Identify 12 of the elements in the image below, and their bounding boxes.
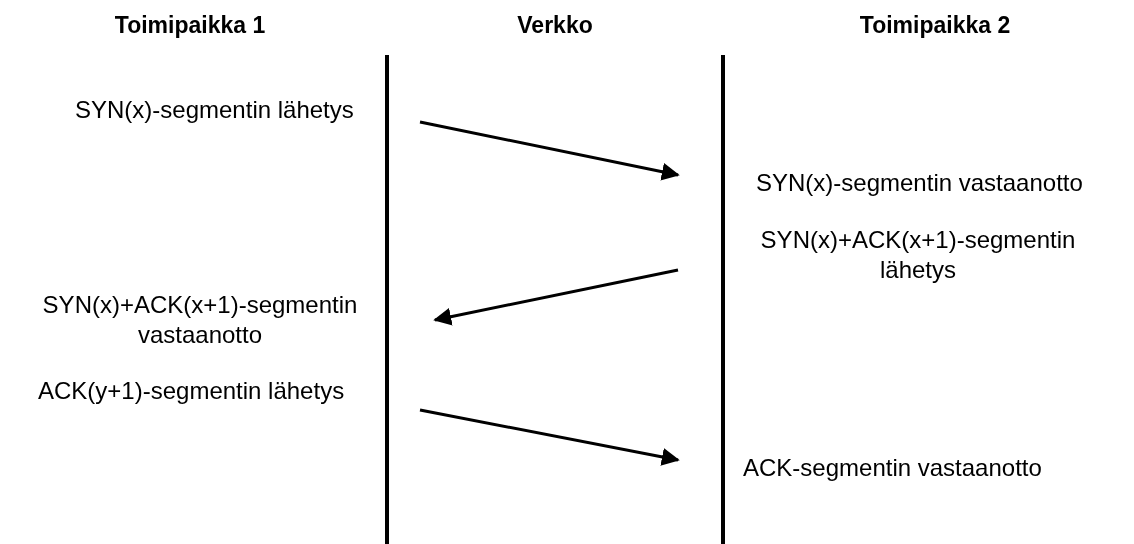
arrow [419,120,680,181]
step-text: SYN(x)+ACK(x+1)-segmentin lähetys [678,225,1130,305]
step-text: ACK-segmentin vastaanotto [678,453,1130,493]
step-text: SYN(x)-segmentin lähetys [5,95,420,130]
column-heading: Toimipaikka 1 [114,11,266,40]
step-text: SYN(x)-segmentin vastaanotto [678,168,1130,208]
step-text: ACK(y+1)-segmentin lähetys [5,376,420,414]
step-text: SYN(x)+ACK(x+1)-segmentin vastaanotto [5,290,435,355]
arrow [419,408,680,466]
column-heading: Verkko [517,11,593,40]
column-heading: Toimipaikka 2 [859,11,1011,40]
arrow [433,268,679,326]
